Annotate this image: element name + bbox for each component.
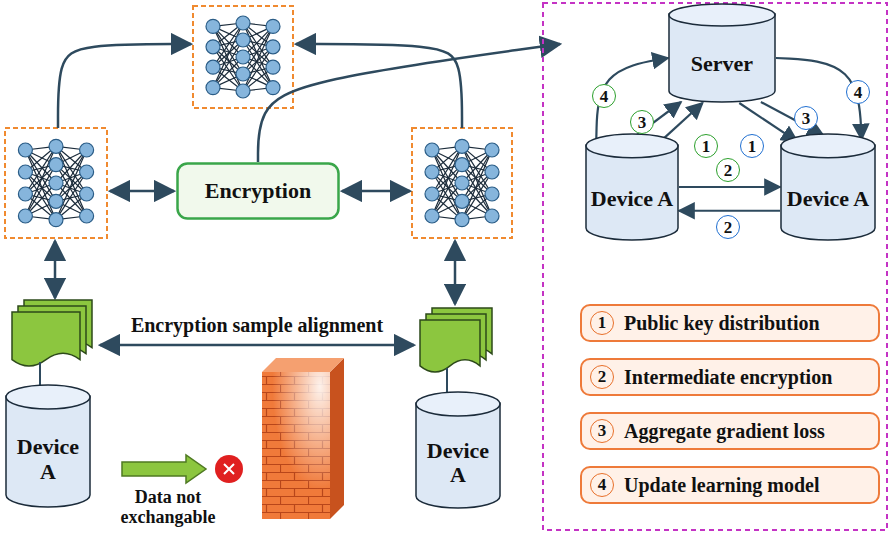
node-label: Server <box>691 52 753 76</box>
node-label: Device A <box>9 435 87 483</box>
link-arrow <box>342 190 410 193</box>
step-number: 4 <box>590 473 614 497</box>
alignment-label: Encryption sample alignment <box>112 314 402 336</box>
step-box: 3 Aggregate gradient loss <box>580 412 880 450</box>
node-label: Device A <box>419 439 497 487</box>
neural-network <box>193 6 293 108</box>
callout-number: 4 <box>592 84 616 108</box>
link-arrow <box>54 241 57 298</box>
step-box: 2 Intermediate encryption <box>580 358 880 396</box>
neural-network <box>412 128 512 238</box>
step-number: 3 <box>590 419 614 443</box>
neural-network <box>5 128 107 238</box>
flow-arrow <box>679 210 780 212</box>
device-cylinder: Device A <box>780 133 876 241</box>
alignment-arrow <box>100 344 414 347</box>
device-cylinder: Device A <box>585 133 679 241</box>
deny-symbol <box>215 455 243 483</box>
note-label: Data not exchangable <box>106 488 230 528</box>
node-label: Device A <box>591 187 673 211</box>
link-arrow <box>110 190 174 193</box>
link-arrow <box>454 241 457 304</box>
step-text: Aggregate gradient loss <box>624 420 825 442</box>
step-box: 4 Update learning model <box>580 466 880 504</box>
callout-number: 1 <box>740 134 764 158</box>
document-stack <box>420 308 492 372</box>
flow-arrow <box>679 186 780 188</box>
flow-arrow <box>296 44 462 128</box>
step-number: 2 <box>590 365 614 389</box>
connector-line <box>446 368 448 393</box>
callout-number: 2 <box>716 215 740 239</box>
callout-number: 2 <box>716 158 740 182</box>
step-number: 1 <box>590 311 614 335</box>
callout-number: 4 <box>846 80 870 104</box>
block-arrow <box>122 455 206 483</box>
step-text: Intermediate encryption <box>624 366 832 388</box>
flow-arrow <box>761 102 823 135</box>
firewall <box>262 358 344 519</box>
device-cylinder: Device A <box>415 391 501 509</box>
callout-number: 3 <box>630 110 654 134</box>
node-label: Device A <box>787 187 869 211</box>
flow-arrow <box>660 103 702 142</box>
panel-border <box>543 3 887 530</box>
flow-arrow <box>58 44 191 128</box>
callout-number: 3 <box>794 106 818 130</box>
connector-line <box>39 362 41 386</box>
step-box: 1 Public key distribution <box>580 304 880 342</box>
server-cylinder: Server <box>668 3 776 103</box>
device-cylinder: Device A <box>5 384 91 508</box>
flow-arrow <box>258 44 560 162</box>
callout-number: 1 <box>694 134 718 158</box>
step-text: Public key distribution <box>624 312 820 334</box>
process-box: Encryption <box>176 162 340 220</box>
document-stack <box>12 300 92 366</box>
node-label: Encryption <box>205 179 311 203</box>
step-text: Update learning model <box>624 474 820 496</box>
